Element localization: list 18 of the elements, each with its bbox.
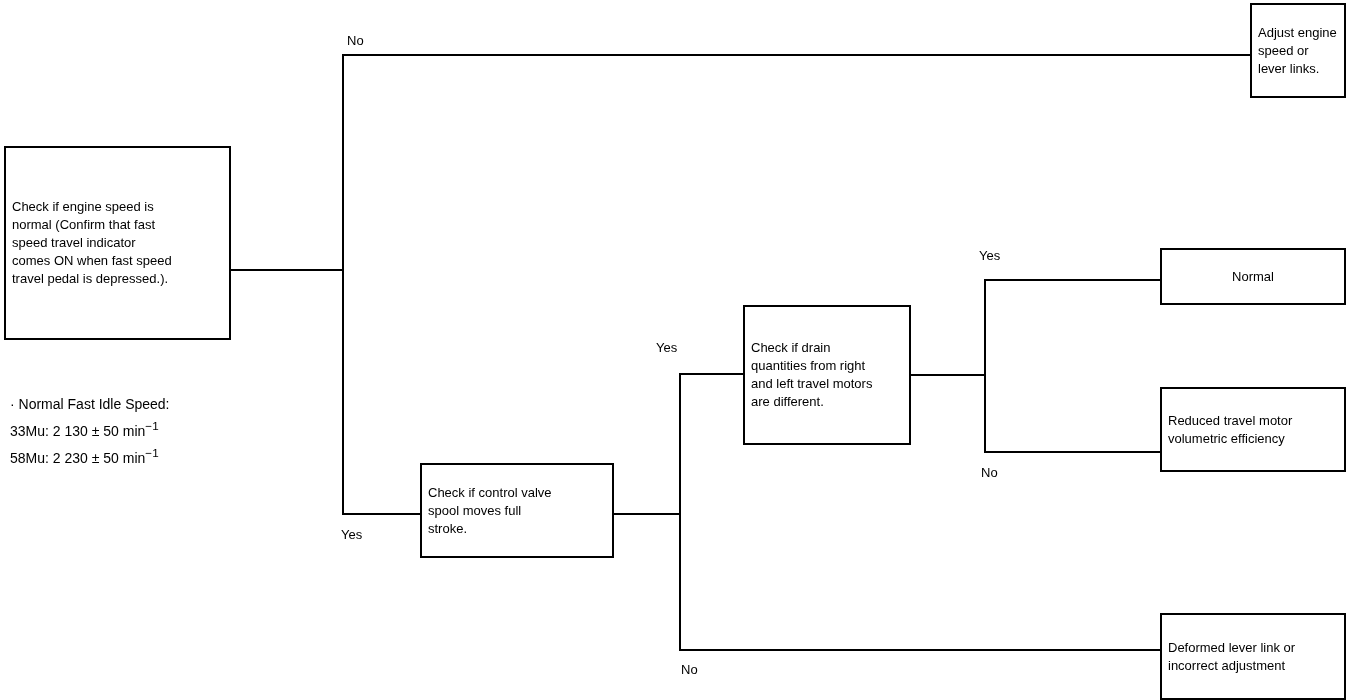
note-text: · Normal Fast Idle Speed: [10, 395, 170, 414]
box-text: Reduced travel motor volumetric efficiency [1168, 411, 1294, 448]
process-box [4, 146, 231, 340]
note-text: 58Mu: 2 230 ± 50 min$^{−1}$ [10, 444, 160, 468]
process-box [1160, 613, 1346, 700]
process-box [1250, 3, 1346, 98]
process-box [1160, 248, 1346, 305]
connector-line [910, 374, 1161, 453]
box-text: Check if control valve spool moves full stroke. [428, 483, 553, 538]
box-text: Deformed lever link or incorrect adjustment [1168, 638, 1297, 675]
note-text: 33Mu: 2 130 ± 50 min$^{−1}$ [10, 418, 160, 441]
box-text: Check if engine speed is normal (Confirm that fast speed travel indicator comes ON when fast speed travel pedal is depressed.). [12, 198, 172, 288]
box-text: Adjust engine speed or lever links. [1258, 23, 1338, 78]
box-text: Normal [1232, 267, 1274, 286]
box-text: Check if drain quantities from right and left travel motors are different. [751, 339, 874, 411]
process-box [743, 305, 911, 445]
process-box [1160, 387, 1346, 472]
process-box [420, 463, 614, 558]
